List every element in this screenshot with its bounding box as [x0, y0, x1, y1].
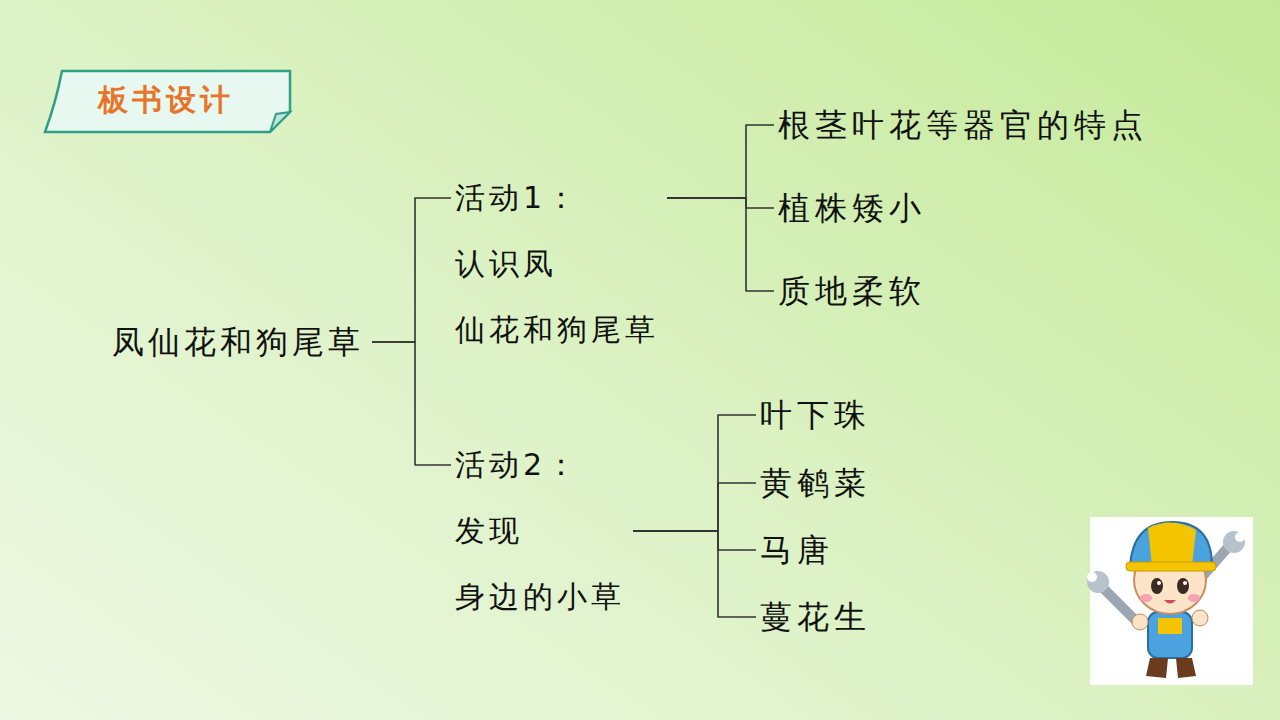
node-text: 植株矮小 [778, 186, 926, 230]
node-text: 蔓花生 [760, 595, 871, 639]
bracket-connector [633, 531, 756, 550]
node-text: 马唐 [760, 528, 834, 572]
bracket-connector [372, 342, 451, 465]
bracket-connector [667, 198, 774, 291]
tab-fold [270, 112, 290, 132]
worker-illustration [1087, 517, 1253, 685]
bracket-connector [667, 125, 774, 198]
branch-item: 质地柔软 [774, 269, 930, 313]
branch-item: 叶下珠 [756, 393, 875, 437]
node-text: 黄鹌菜 [760, 461, 871, 505]
root-topic: 凤仙花和狗尾草 [108, 320, 368, 364]
bracket-connector [633, 415, 756, 531]
bracket-connector [372, 198, 451, 342]
node-text: 质地柔软 [778, 269, 926, 313]
branch-item: 马唐 [756, 528, 838, 572]
title-tab [45, 71, 290, 132]
board-title: 板书设计 [98, 80, 234, 121]
branch-item: 根茎叶花等器官的特点 [774, 103, 1152, 147]
node-text: 叶下珠 [760, 393, 871, 437]
activity-branch: 活动2：发现 身边的小草 [451, 432, 629, 630]
branch-item: 黄鹌菜 [756, 461, 875, 505]
node-text: 活动2：发现 身边的小草 [455, 432, 625, 630]
activity-branch: 活动1：认识凤 仙花和狗尾草 [451, 165, 663, 363]
node-text: 根茎叶花等器官的特点 [778, 103, 1148, 147]
branch-item: 蔓花生 [756, 595, 875, 639]
branch-item: 植株矮小 [774, 186, 930, 230]
node-text: 活动1：认识凤 仙花和狗尾草 [455, 165, 659, 363]
bracket-connector [667, 198, 774, 208]
bracket-connector [633, 483, 756, 531]
bracket-connector [633, 531, 756, 617]
node-text: 凤仙花和狗尾草 [112, 320, 364, 364]
